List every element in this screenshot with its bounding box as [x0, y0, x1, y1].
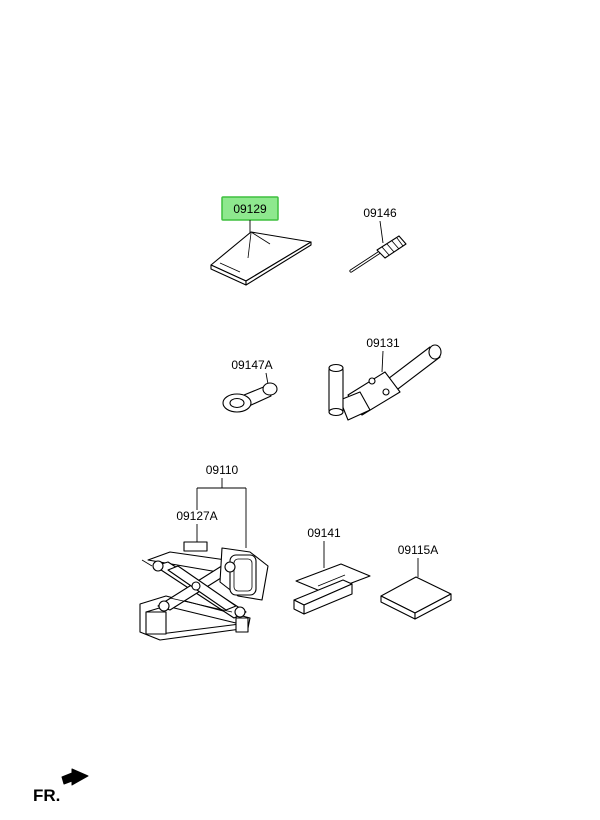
label-09115A[interactable]: 09115A: [398, 543, 438, 557]
pad-icon: [183, 541, 208, 552]
label-09147A[interactable]: 09147A: [231, 358, 272, 372]
label-09129[interactable]: 09129: [233, 202, 267, 216]
screwdriver-icon: [349, 235, 407, 273]
bracket-icon: [293, 563, 371, 615]
handle-icon: [328, 344, 442, 421]
part-09127A[interactable]: 09127A: [176, 509, 218, 552]
manual-icon: [210, 231, 312, 286]
jack-icon: [139, 547, 269, 641]
part-09147A[interactable]: 09147A: [222, 358, 278, 413]
part-09131[interactable]: 09131: [328, 336, 442, 421]
wrench-icon: [222, 382, 278, 413]
part-09115A[interactable]: 09115A: [380, 543, 452, 620]
label-09110[interactable]: 09110: [206, 463, 239, 477]
front-indicator: FR.: [33, 768, 89, 805]
sheet-icon: [380, 576, 452, 620]
label-09141[interactable]: 09141: [307, 526, 341, 540]
part-09110[interactable]: 09110: [196, 463, 247, 548]
label-09127A[interactable]: 09127A: [176, 509, 217, 523]
part-09146[interactable]: 09146: [349, 206, 407, 273]
part-09141[interactable]: 09141: [293, 526, 371, 615]
front-arrow-icon: [61, 768, 89, 786]
front-indicator-label: FR.: [33, 786, 60, 805]
label-09131[interactable]: 09131: [366, 336, 400, 350]
label-09146[interactable]: 09146: [363, 206, 397, 220]
part-09129[interactable]: 09129: [210, 196, 312, 286]
